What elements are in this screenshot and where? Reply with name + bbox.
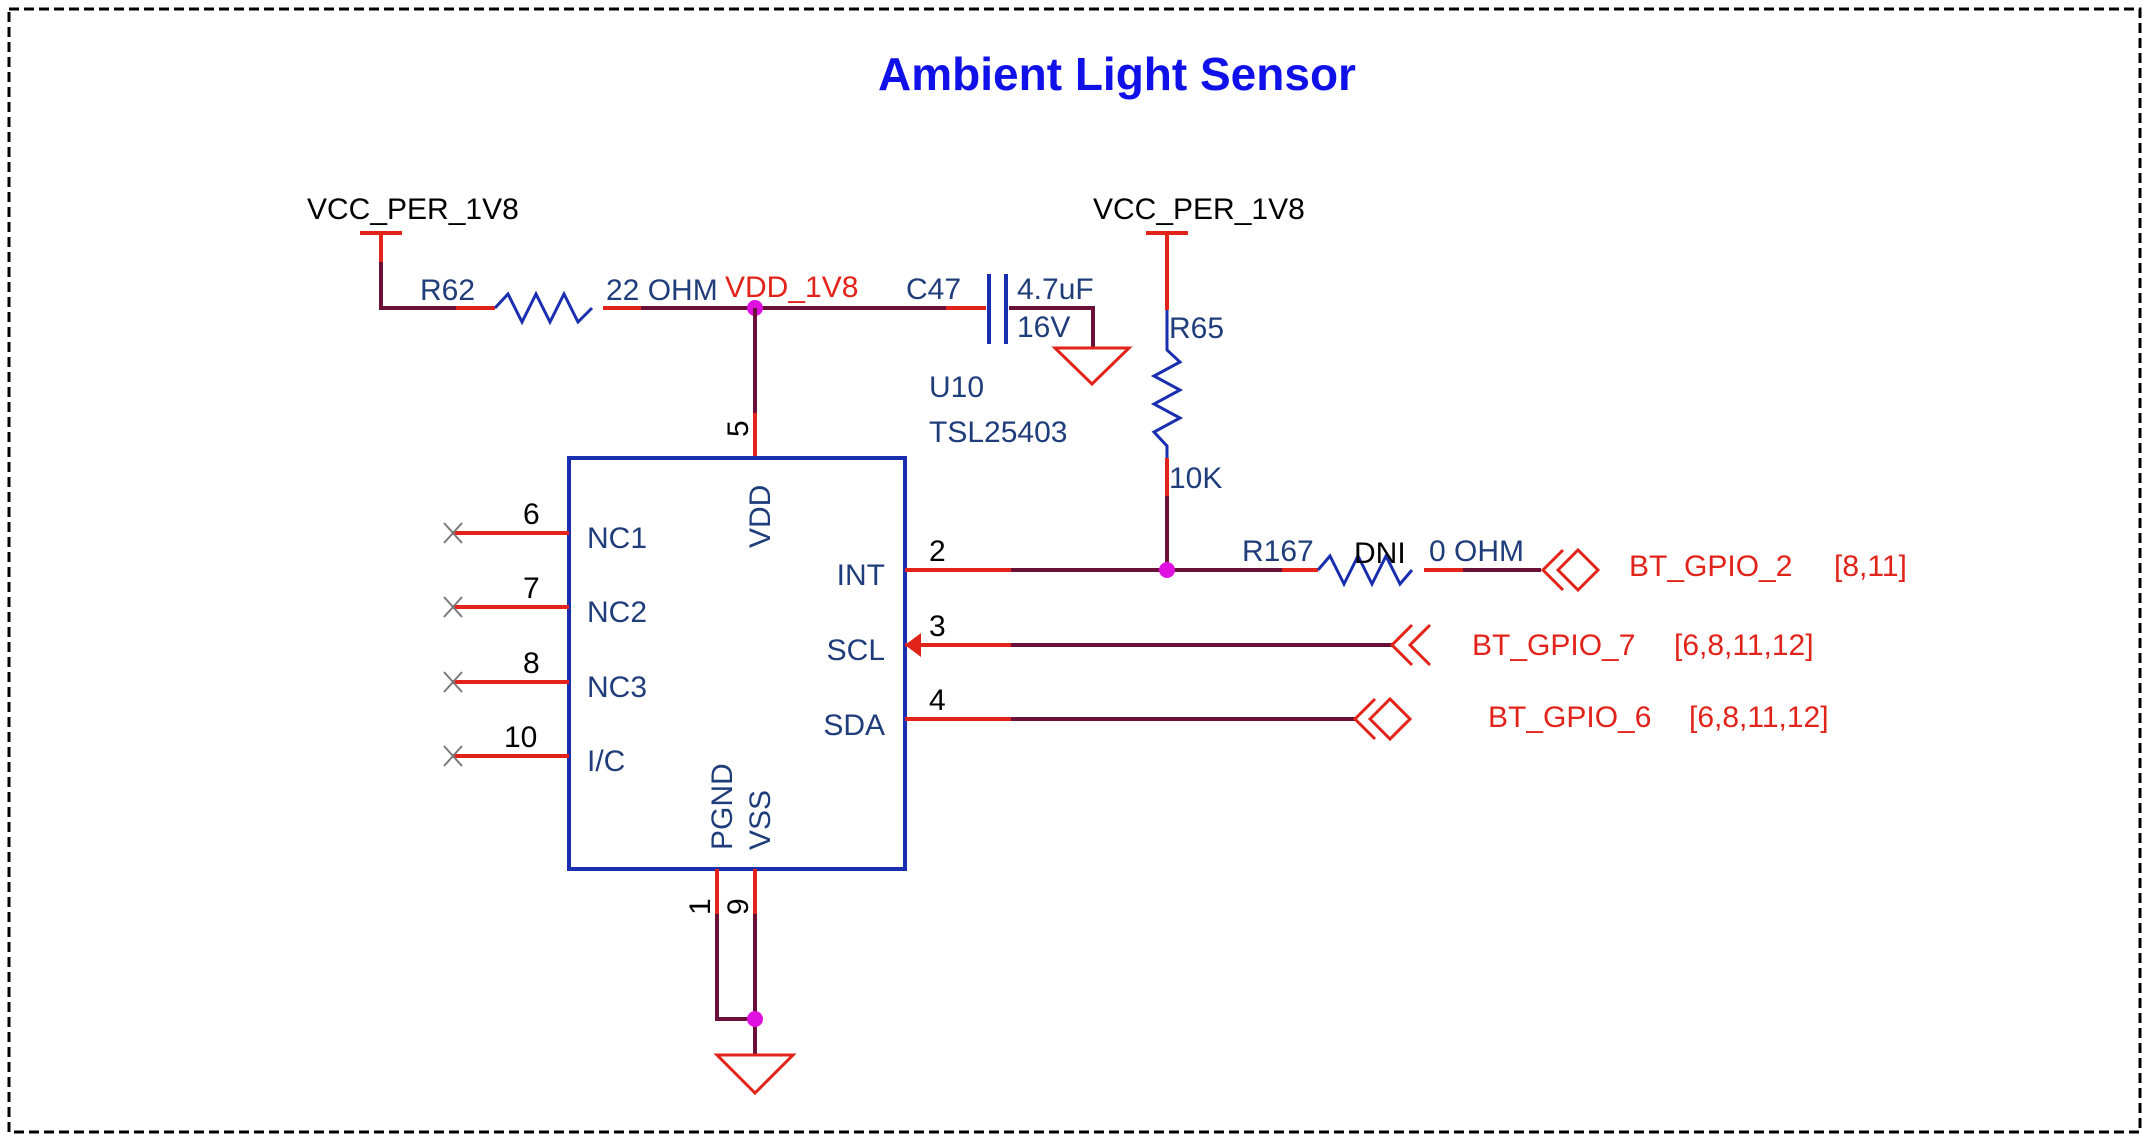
u10-part: TSL25403	[929, 416, 1067, 449]
pin-num-vdd: 5	[722, 420, 755, 437]
r62-value: 22 OHM	[606, 274, 718, 307]
pin-nc2	[443, 596, 569, 618]
pin-ic	[443, 745, 569, 767]
ground-icon	[1051, 346, 1133, 387]
port-input-icon	[1389, 623, 1432, 667]
pin-name-ic: I/C	[587, 745, 625, 778]
c47-voltage: 16V	[1017, 311, 1070, 344]
pin-num-nc3: 8	[523, 647, 540, 680]
ground-icon	[713, 1053, 797, 1096]
ic-u10-body	[567, 456, 907, 871]
sheet-title: Ambient Light Sensor	[878, 48, 1356, 100]
c47-value: 4.7uF	[1017, 273, 1094, 306]
pin-name-vss: VSS	[744, 790, 777, 850]
port-gpio6-name: BT_GPIO_6	[1488, 701, 1651, 734]
pin-num-scl: 3	[929, 610, 946, 643]
pin-name-scl: SCL	[827, 634, 885, 667]
r167-value: 0 OHM	[1429, 535, 1524, 568]
resistor-r65	[1150, 310, 1184, 570]
c47-ref: C47	[906, 273, 961, 306]
vdd-net-label: VDD_1V8	[725, 271, 858, 304]
resistor-r62	[456, 290, 641, 326]
r65-value: 10K	[1169, 462, 1222, 495]
junction-gnd	[747, 1011, 763, 1027]
pin-num-pgnd: 1	[684, 898, 717, 915]
r65-ref: R65	[1169, 312, 1224, 345]
power-label-right: VCC_PER_1V8	[1093, 193, 1305, 226]
port-bidir-icon	[1540, 547, 1601, 593]
wire-vcc-left	[379, 262, 456, 310]
port-bidir-icon	[1352, 696, 1413, 742]
pin-num-sda: 4	[929, 684, 946, 717]
input-arrow-icon	[905, 633, 921, 657]
port-gpio7-refs: [6,8,11,12]	[1674, 629, 1814, 662]
sheet-border	[7, 7, 2142, 1134]
r62-ref: R62	[420, 274, 475, 307]
pin-num-nc2: 7	[523, 572, 540, 605]
pin-num-ic: 10	[504, 721, 537, 754]
pin-num-nc1: 6	[523, 498, 540, 531]
pin-name-int: INT	[837, 559, 885, 592]
capacitor-c47	[946, 274, 1133, 387]
pin-name-nc2: NC2	[587, 596, 647, 629]
port-gpio7-name: BT_GPIO_7	[1472, 629, 1635, 662]
power-label-left: VCC_PER_1V8	[307, 193, 519, 226]
port-gpio2-refs: [8,11]	[1834, 550, 1907, 583]
port-gpio6-refs: [6,8,11,12]	[1689, 701, 1829, 734]
pin-num-int: 2	[929, 535, 946, 568]
wire-pgnd	[715, 914, 755, 1021]
pin-name-vdd: VDD	[744, 485, 777, 548]
r167-ref: R167	[1242, 535, 1314, 568]
pin-nc1	[443, 522, 569, 544]
junction-int	[1159, 562, 1175, 578]
pin-name-sda: SDA	[823, 709, 885, 742]
pin-name-pgnd: PGND	[706, 763, 739, 850]
resistor-r167	[1282, 552, 1541, 588]
r167-dni: DNI	[1354, 537, 1406, 570]
pin-name-nc3: NC3	[587, 671, 647, 704]
power-symbol-left	[360, 231, 402, 262]
port-gpio2-name: BT_GPIO_2	[1629, 550, 1792, 583]
power-symbol-right	[1146, 231, 1188, 310]
pin-name-nc1: NC1	[587, 522, 647, 555]
pin-num-vss: 9	[722, 898, 755, 915]
u10-ref: U10	[929, 371, 984, 404]
pin-nc3	[443, 671, 569, 693]
